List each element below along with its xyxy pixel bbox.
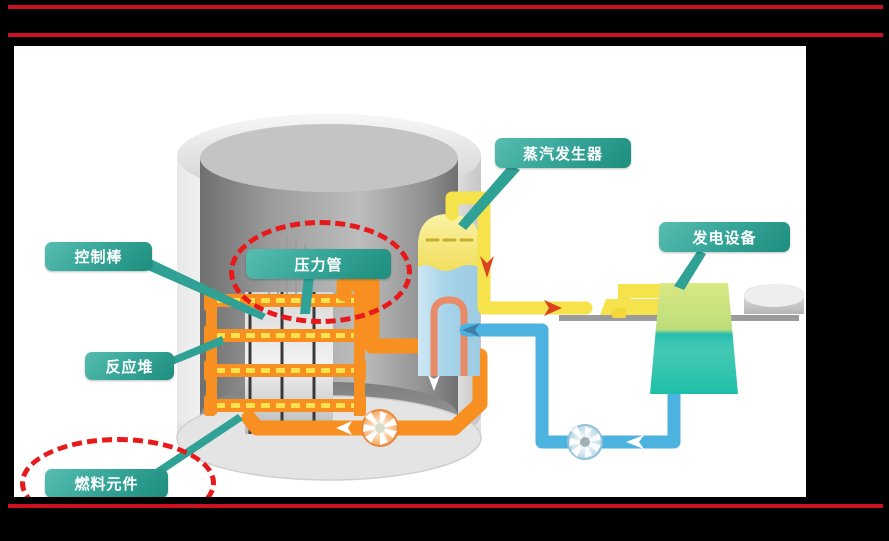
callout-label-fuel-element[interactable]: 燃料元件: [45, 469, 168, 497]
leader-control-rod: [134, 253, 266, 320]
leader-reactor: [158, 336, 224, 370]
steam-flow-arrow: [480, 256, 494, 278]
slide-content-panel: 控制棒 压力管 反应堆 燃料元件 蒸汽发生器 发电设备: [14, 46, 806, 497]
feedwater-line: [459, 323, 681, 449]
feedwater-arrow: [462, 323, 480, 337]
top-rule-1: [8, 5, 883, 9]
flow-arrow-primary: [336, 421, 352, 435]
primary-pump: [361, 409, 399, 447]
callout-label-steam-generator[interactable]: 蒸汽发生器: [495, 138, 631, 168]
callout-label-control-rod[interactable]: 控制棒: [45, 242, 152, 271]
highlight-ellipse-pressure-tube: [229, 220, 412, 324]
steam-generator: [418, 214, 480, 376]
callout-label-reactor[interactable]: 反应堆: [85, 352, 174, 380]
callout-label-generator-set[interactable]: 发电设备: [659, 222, 790, 252]
steam-line: [445, 191, 593, 315]
leader-steam-generator: [458, 164, 520, 230]
callout-label-pressure-tube[interactable]: 压力管: [246, 249, 391, 279]
condenser: [744, 284, 804, 314]
steam-flow-arrow-2: [544, 300, 562, 316]
feedwater-pump: [567, 424, 603, 460]
generator-housing: [650, 283, 738, 394]
leader-generator: [674, 250, 706, 290]
bottom-rule: [8, 504, 883, 508]
flow-arrow-primary-2: [428, 375, 440, 391]
top-rule-2: [8, 33, 883, 37]
feedwater-arrow-2: [626, 435, 644, 449]
